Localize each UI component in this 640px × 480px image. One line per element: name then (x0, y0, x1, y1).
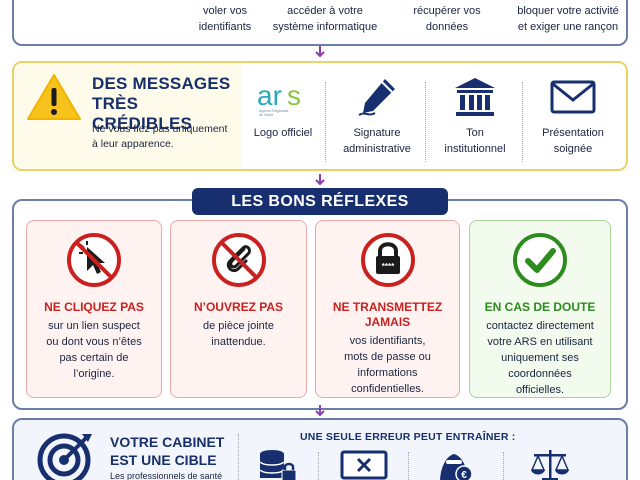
no-click-icon (65, 231, 123, 289)
divider (503, 452, 504, 480)
svg-text:de Santé: de Santé (259, 113, 273, 117)
cabinet-target-subtitle: Les professionnels de santé (110, 471, 223, 480)
check-icon (511, 231, 569, 289)
ars-logo: ar s Agence Régionale de Santé (253, 75, 313, 119)
reflexes-banner: LES BONS RÉFLEXES (192, 188, 448, 215)
divider (408, 452, 409, 480)
svg-text:s: s (287, 80, 301, 111)
no-attachment-icon (210, 231, 268, 289)
hacker-euro-icon: € (434, 448, 478, 480)
lock-password-icon: **** (359, 231, 417, 289)
consequences-heading: UNE SEULE ERREUR PEUT ENTRAÎNER : (300, 431, 516, 443)
lock-asterisks: **** (381, 262, 394, 271)
down-arrow-icon (313, 45, 327, 59)
ars-logo-text: ar (257, 80, 282, 111)
screen-error-icon (340, 448, 388, 480)
pen-icon (347, 75, 407, 119)
down-arrow-icon (313, 173, 327, 187)
svg-text:Agence Régionale: Agence Régionale (259, 109, 288, 113)
institution-icon (445, 75, 505, 119)
database-lock-icon (256, 448, 300, 480)
divider (425, 82, 426, 162)
cabinet-target-panel (12, 418, 628, 480)
feature-official-logo: ar s Agence Régionale de Santé Logo offi… (238, 75, 328, 159)
card-title: N’OUVREZ PAS (193, 300, 284, 314)
divider (522, 82, 523, 162)
threat-goals-panel (12, 0, 628, 46)
down-arrow-icon (313, 404, 327, 418)
feature-label: Logo officiel (253, 127, 313, 139)
justice-scale-icon (528, 448, 572, 480)
svg-text:€: € (461, 470, 467, 480)
envelope-icon (543, 75, 603, 119)
card-title: EN CAS DE DOUTE (484, 300, 596, 314)
divider (325, 82, 326, 162)
target-icon (36, 430, 96, 480)
divider (238, 434, 239, 480)
divider (318, 452, 319, 480)
warning-icon (26, 72, 86, 126)
card-title: NE CLIQUEZ PAS (44, 300, 144, 314)
